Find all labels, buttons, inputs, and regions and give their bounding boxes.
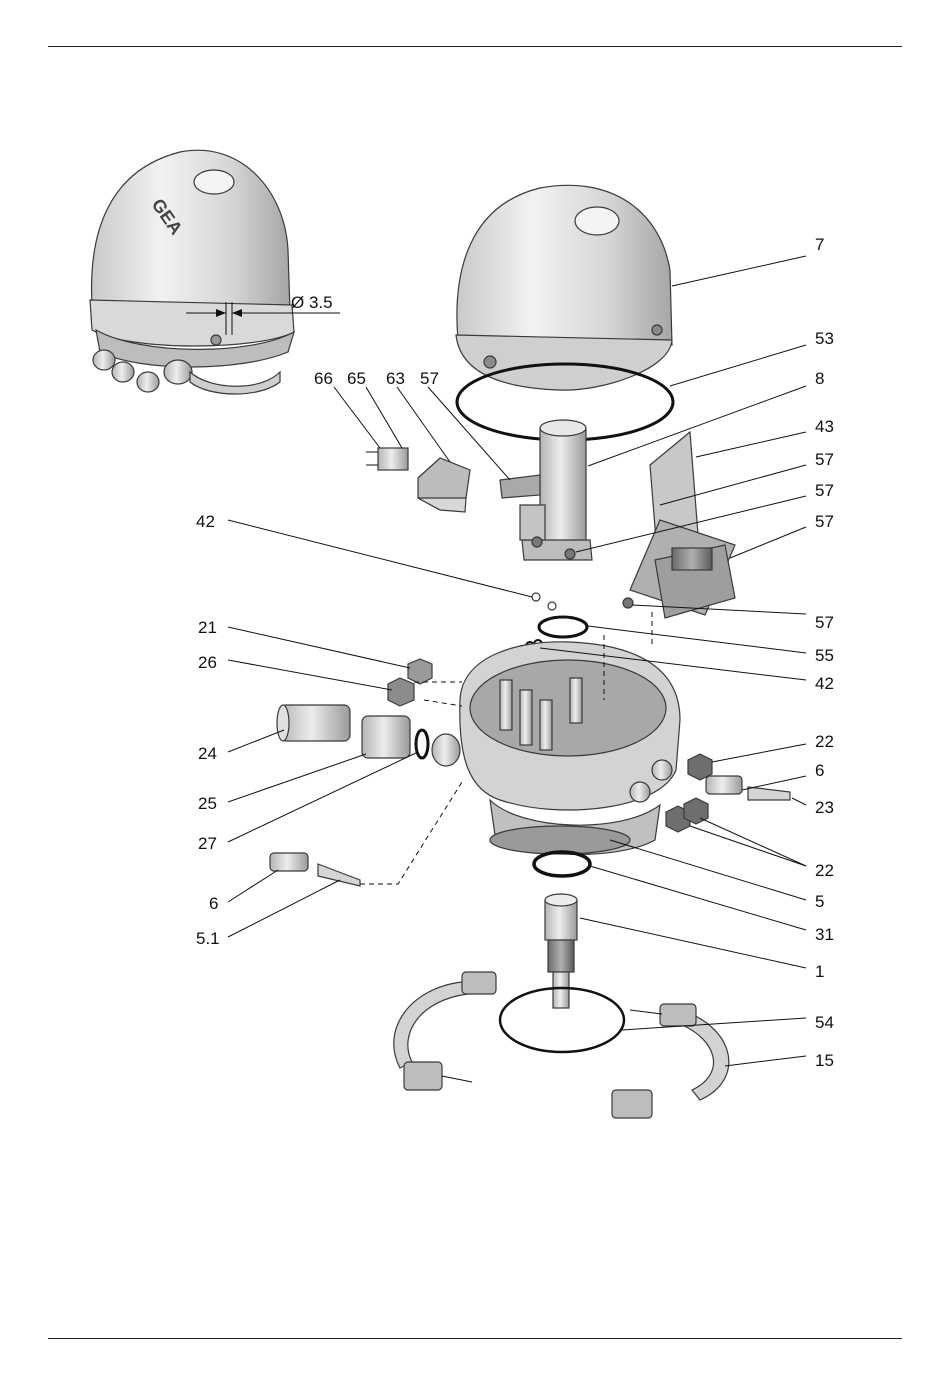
callout-5-1: 5.1 bbox=[196, 929, 220, 948]
callout-57-e: 57 bbox=[420, 369, 439, 388]
callout-57-c: 57 bbox=[815, 512, 834, 531]
part-63-valve-block bbox=[418, 458, 470, 512]
part-8-sensor-tube bbox=[500, 420, 592, 560]
callout-21: 21 bbox=[198, 618, 217, 637]
callout-23: 23 bbox=[815, 798, 834, 817]
callout-6-left: 6 bbox=[209, 894, 218, 913]
callout-27: 27 bbox=[198, 834, 217, 853]
callout-57-b: 57 bbox=[815, 481, 834, 500]
callout-7: 7 bbox=[815, 235, 824, 254]
callout-63: 63 bbox=[386, 369, 405, 388]
callout-42-right: 42 bbox=[815, 674, 834, 693]
part-25-adapter bbox=[362, 716, 410, 758]
callout-66: 66 bbox=[314, 369, 333, 388]
callout-65: 65 bbox=[347, 369, 366, 388]
callout-53: 53 bbox=[815, 329, 834, 348]
part-27-seal bbox=[416, 730, 428, 758]
callout-24: 24 bbox=[198, 744, 217, 763]
footer-rule bbox=[48, 1338, 902, 1339]
callout-8: 8 bbox=[815, 369, 824, 388]
part-6-fitting-left bbox=[270, 853, 308, 871]
part-24-cable-gland bbox=[277, 705, 350, 741]
part-21-plug bbox=[408, 659, 432, 684]
part-5-1-pin bbox=[318, 864, 360, 886]
callout-43: 43 bbox=[815, 417, 834, 436]
part-43-circuit-board bbox=[623, 432, 735, 618]
part-26-plug bbox=[388, 678, 414, 706]
dimension-label: Ø 3.5 bbox=[291, 293, 333, 312]
part-1-spindle bbox=[545, 894, 577, 1008]
callout-22-b: 22 bbox=[815, 861, 834, 880]
callout-31: 31 bbox=[815, 925, 834, 944]
part-42-o-ring-a bbox=[532, 593, 540, 601]
callout-57-a: 57 bbox=[815, 450, 834, 469]
part-65-connector bbox=[366, 448, 408, 470]
callout-22-a: 22 bbox=[815, 732, 834, 751]
callout-57-d: 57 bbox=[815, 613, 834, 632]
part-42-o-ring-b bbox=[548, 602, 556, 610]
part-6-fitting-right bbox=[706, 776, 742, 794]
callout-26: 26 bbox=[198, 653, 217, 672]
callout-1: 1 bbox=[815, 962, 824, 981]
callout-55: 55 bbox=[815, 646, 834, 665]
callout-5: 5 bbox=[815, 892, 824, 911]
callout-42-left: 42 bbox=[196, 512, 215, 531]
callout-25: 25 bbox=[198, 794, 217, 813]
callout-15: 15 bbox=[815, 1051, 834, 1070]
assembled-control-top-unit: GEA bbox=[90, 150, 294, 394]
callout-54: 54 bbox=[815, 1013, 834, 1032]
part-5-housing bbox=[432, 642, 680, 855]
part-55-o-ring bbox=[539, 617, 587, 637]
callout-6-right: 6 bbox=[815, 761, 824, 780]
part-7-cover bbox=[456, 185, 672, 390]
part-31-o-ring bbox=[534, 852, 590, 876]
part-23-pin bbox=[748, 787, 790, 800]
